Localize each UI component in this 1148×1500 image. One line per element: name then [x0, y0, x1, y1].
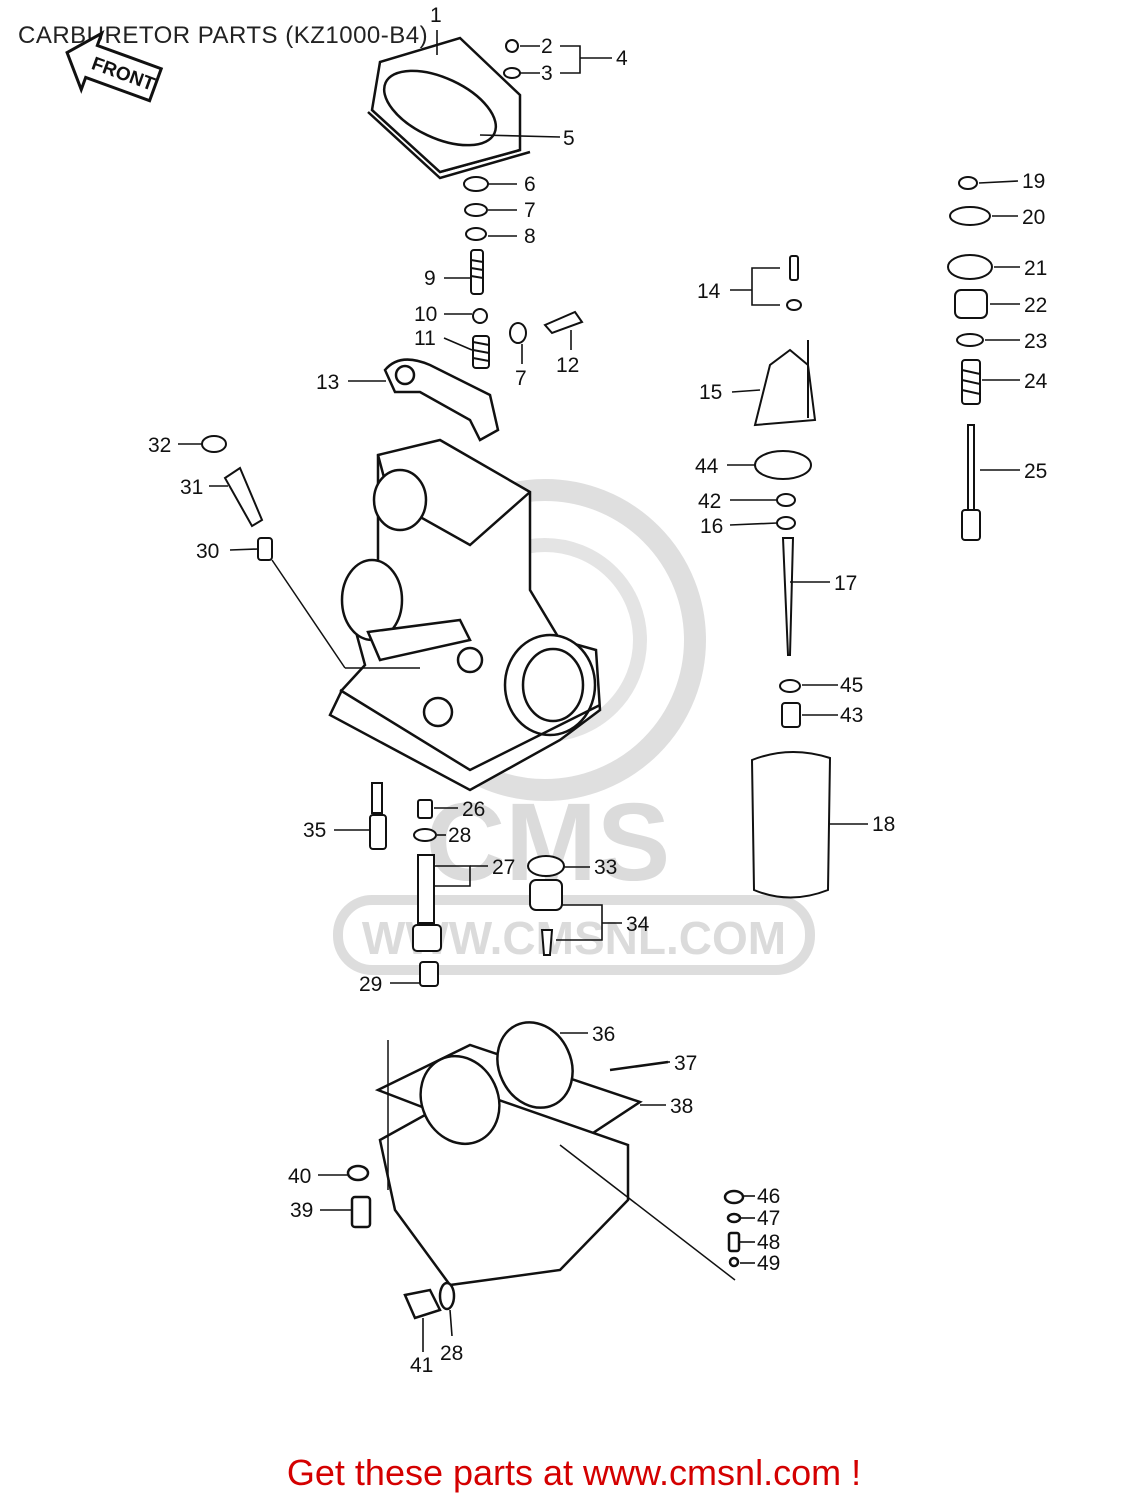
front-arrow-icon: FRONT: [65, 29, 164, 103]
part-number: 10: [414, 303, 437, 326]
part-number: 49: [757, 1252, 780, 1275]
part-number: 9: [424, 267, 436, 290]
part-number: 4: [616, 47, 628, 70]
part-number: 43: [840, 704, 863, 727]
part-number: 16: [700, 515, 723, 538]
part-number: 27: [492, 856, 515, 879]
part-number: 7: [524, 199, 536, 222]
part-number: 40: [288, 1165, 311, 1188]
part-number: 15: [699, 381, 722, 404]
part-number: 20: [1022, 206, 1045, 229]
part-number: 31: [180, 476, 203, 499]
part-number: 3: [541, 62, 553, 85]
lever-parts: [472, 308, 584, 369]
part-number: 17: [834, 572, 857, 595]
part-number: 35: [303, 819, 326, 842]
part-number: 33: [594, 856, 617, 879]
stack-parts-6-9: [463, 176, 489, 295]
part-number: 37: [674, 1052, 697, 1075]
part-number: 39: [290, 1199, 313, 1222]
part-number: 29: [359, 973, 382, 996]
slide-needle-parts: [750, 255, 832, 899]
footer-parts-link[interactable]: Get these parts at www.cmsnl.com !: [286, 1452, 862, 1493]
part-number: 28: [440, 1342, 463, 1365]
part-number: 7: [515, 367, 527, 390]
part-number: 32: [148, 434, 171, 457]
leader-lines: [178, 30, 1020, 1352]
part-number: 21: [1024, 257, 1047, 280]
part-number: 25: [1024, 460, 1047, 483]
part-number: 11: [414, 327, 436, 350]
cover-screw-parts: [503, 39, 521, 79]
part-number: 13: [316, 371, 339, 394]
part-number: 8: [524, 225, 536, 248]
part-number: 22: [1024, 294, 1047, 317]
part-number: 34: [626, 913, 650, 936]
part-number: 42: [698, 490, 721, 513]
carburetor-body: [328, 438, 602, 792]
part-number: 2: [541, 35, 553, 58]
part-number: 46: [757, 1185, 780, 1208]
float-bowl-assembly: [346, 1021, 745, 1320]
part-number: 12: [556, 354, 579, 377]
part-number: 23: [1024, 330, 1047, 353]
top-cover-assembly: [367, 36, 531, 180]
part-number: 36: [592, 1023, 615, 1046]
part-number: 47: [757, 1207, 780, 1230]
part-number: 19: [1022, 170, 1045, 193]
part-number: 28: [448, 824, 471, 847]
jet-parts: [369, 782, 565, 987]
part-number: 18: [872, 813, 895, 836]
part-number-labels: 1 2 3 4 5 6 7 8 9 10 11 12 7 13 14 15 19…: [148, 4, 1048, 1377]
part-number: 24: [1024, 370, 1048, 393]
part-number: 48: [757, 1231, 780, 1254]
part-number: 1: [430, 4, 442, 27]
cap-and-spring-parts: [947, 176, 993, 541]
throttle-arm: [383, 358, 500, 442]
part-number: 38: [670, 1095, 693, 1118]
part-number: 26: [462, 798, 485, 821]
part-number: 41: [410, 1354, 433, 1377]
part-number: 45: [840, 674, 863, 697]
part-number: 14: [697, 280, 721, 303]
part-number: 6: [524, 173, 536, 196]
part-number: 44: [695, 455, 719, 478]
part-number: 30: [196, 540, 219, 563]
part-number: 5: [563, 127, 575, 150]
pilot-screw-parts: [201, 435, 420, 669]
